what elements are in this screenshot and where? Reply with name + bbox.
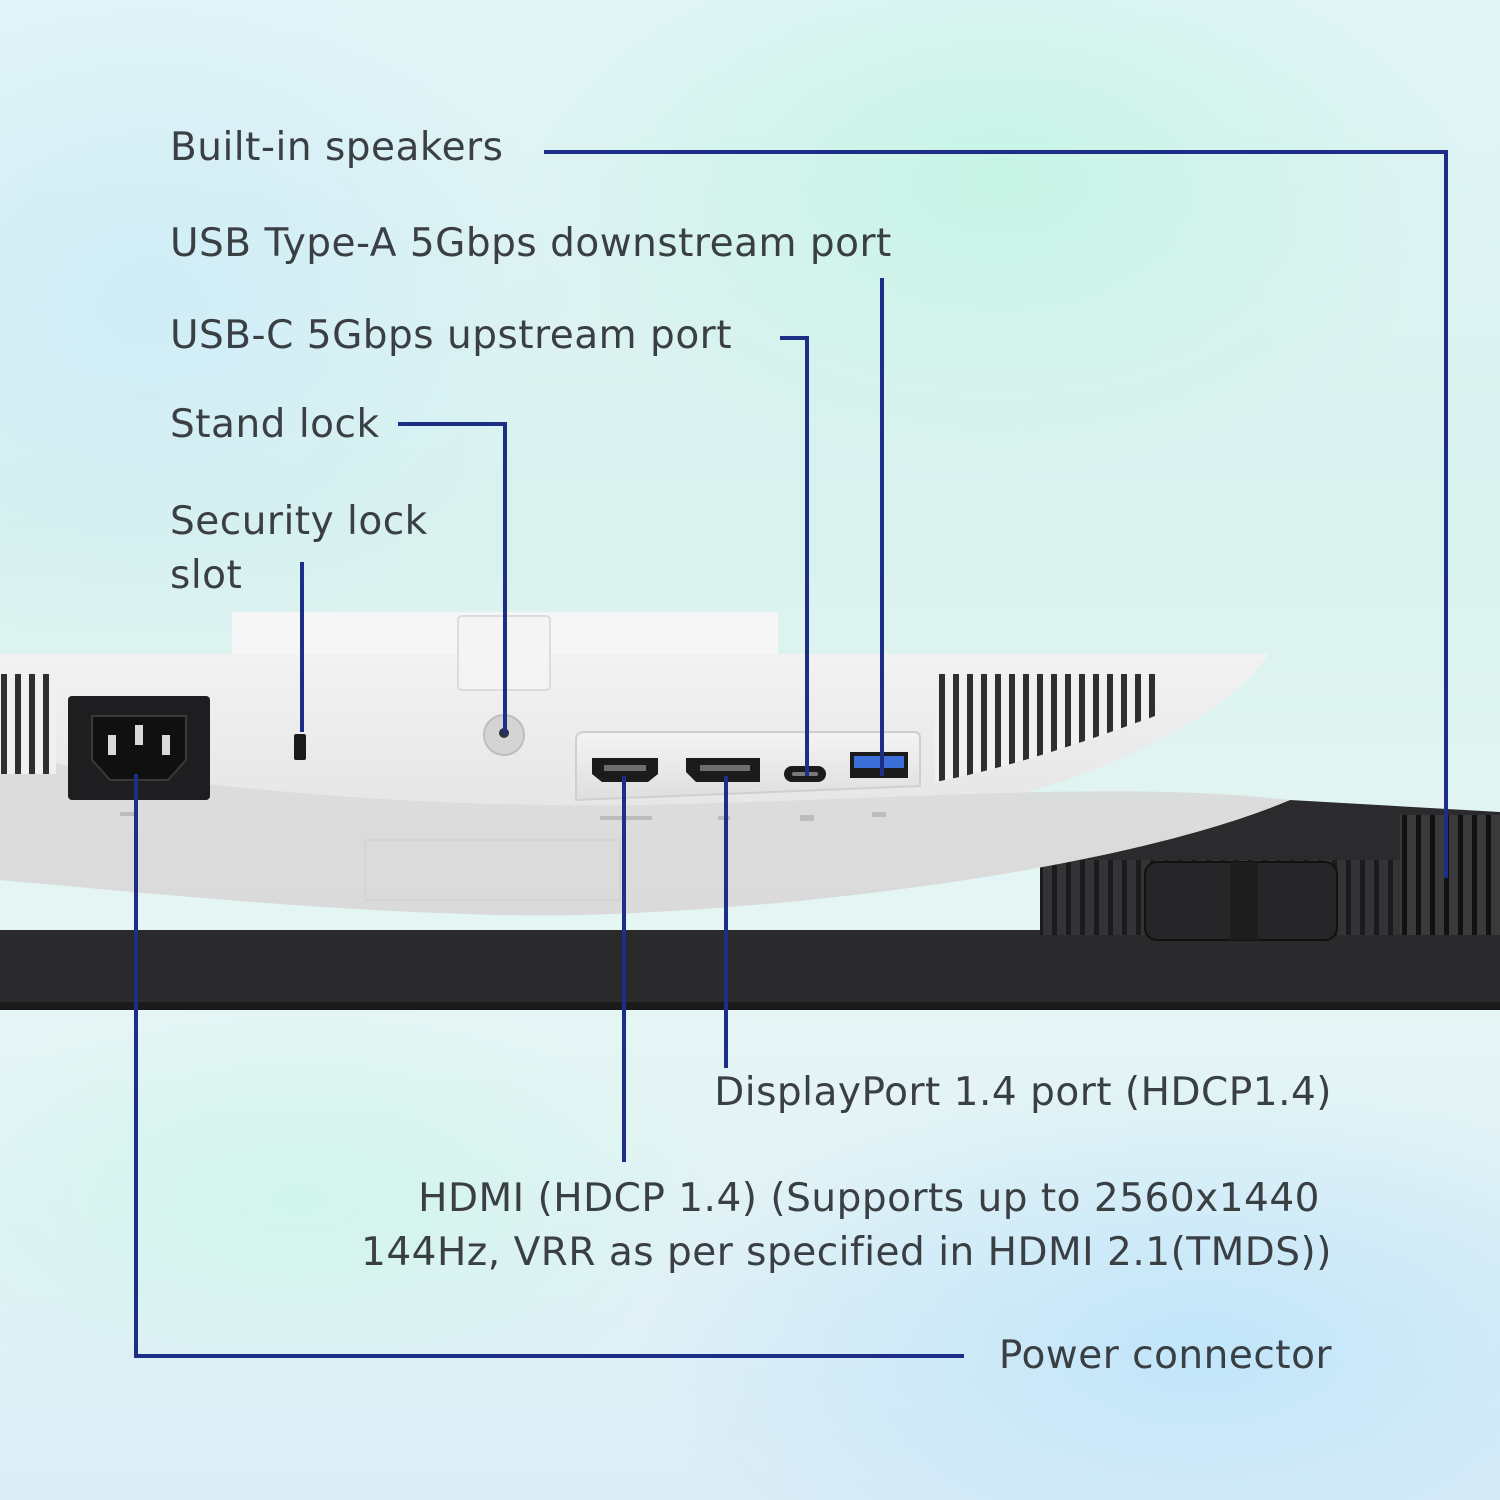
cable-cover-clip: [1230, 862, 1258, 940]
label-security-lock-line1: Security lock: [170, 499, 428, 544]
power-pin-left: [108, 735, 116, 755]
stand-lock-center: [499, 728, 509, 738]
label-stand-lock: Stand lock: [170, 402, 380, 447]
stand-lock-boss: [457, 615, 551, 691]
bottom-bezel: [0, 930, 1500, 1010]
label-power-connector: Power connector: [998, 1333, 1332, 1378]
label-built-in-speakers: Built-in speakers: [170, 125, 504, 170]
label-usb-c: USB-C 5Gbps upstream port: [170, 313, 733, 358]
power-pin-ground: [135, 725, 143, 745]
label-usb-type-a: USB Type-A 5Gbps downstream port: [170, 221, 892, 266]
label-hdmi-line1: HDMI (HDCP 1.4) (Supports up to 2560x144…: [418, 1176, 1320, 1221]
label-hdmi-line2: 144Hz, VRR as per specified in HDMI 2.1(…: [361, 1230, 1332, 1275]
label-security-lock-line2: slot: [170, 553, 243, 598]
hdmi-port-contacts: [604, 765, 646, 771]
label-displayport: DisplayPort 1.4 port (HDCP1.4): [714, 1070, 1332, 1115]
displayport-contacts: [700, 765, 750, 771]
speaker-grille-right: [1400, 815, 1500, 935]
speaker-grille-left: [0, 674, 56, 774]
usb-a-insert: [854, 756, 904, 768]
bezel-edge: [0, 1002, 1500, 1010]
power-pin-right: [162, 735, 170, 755]
security-lock-slot: [294, 734, 306, 760]
usb-c-tongue: [792, 772, 818, 776]
